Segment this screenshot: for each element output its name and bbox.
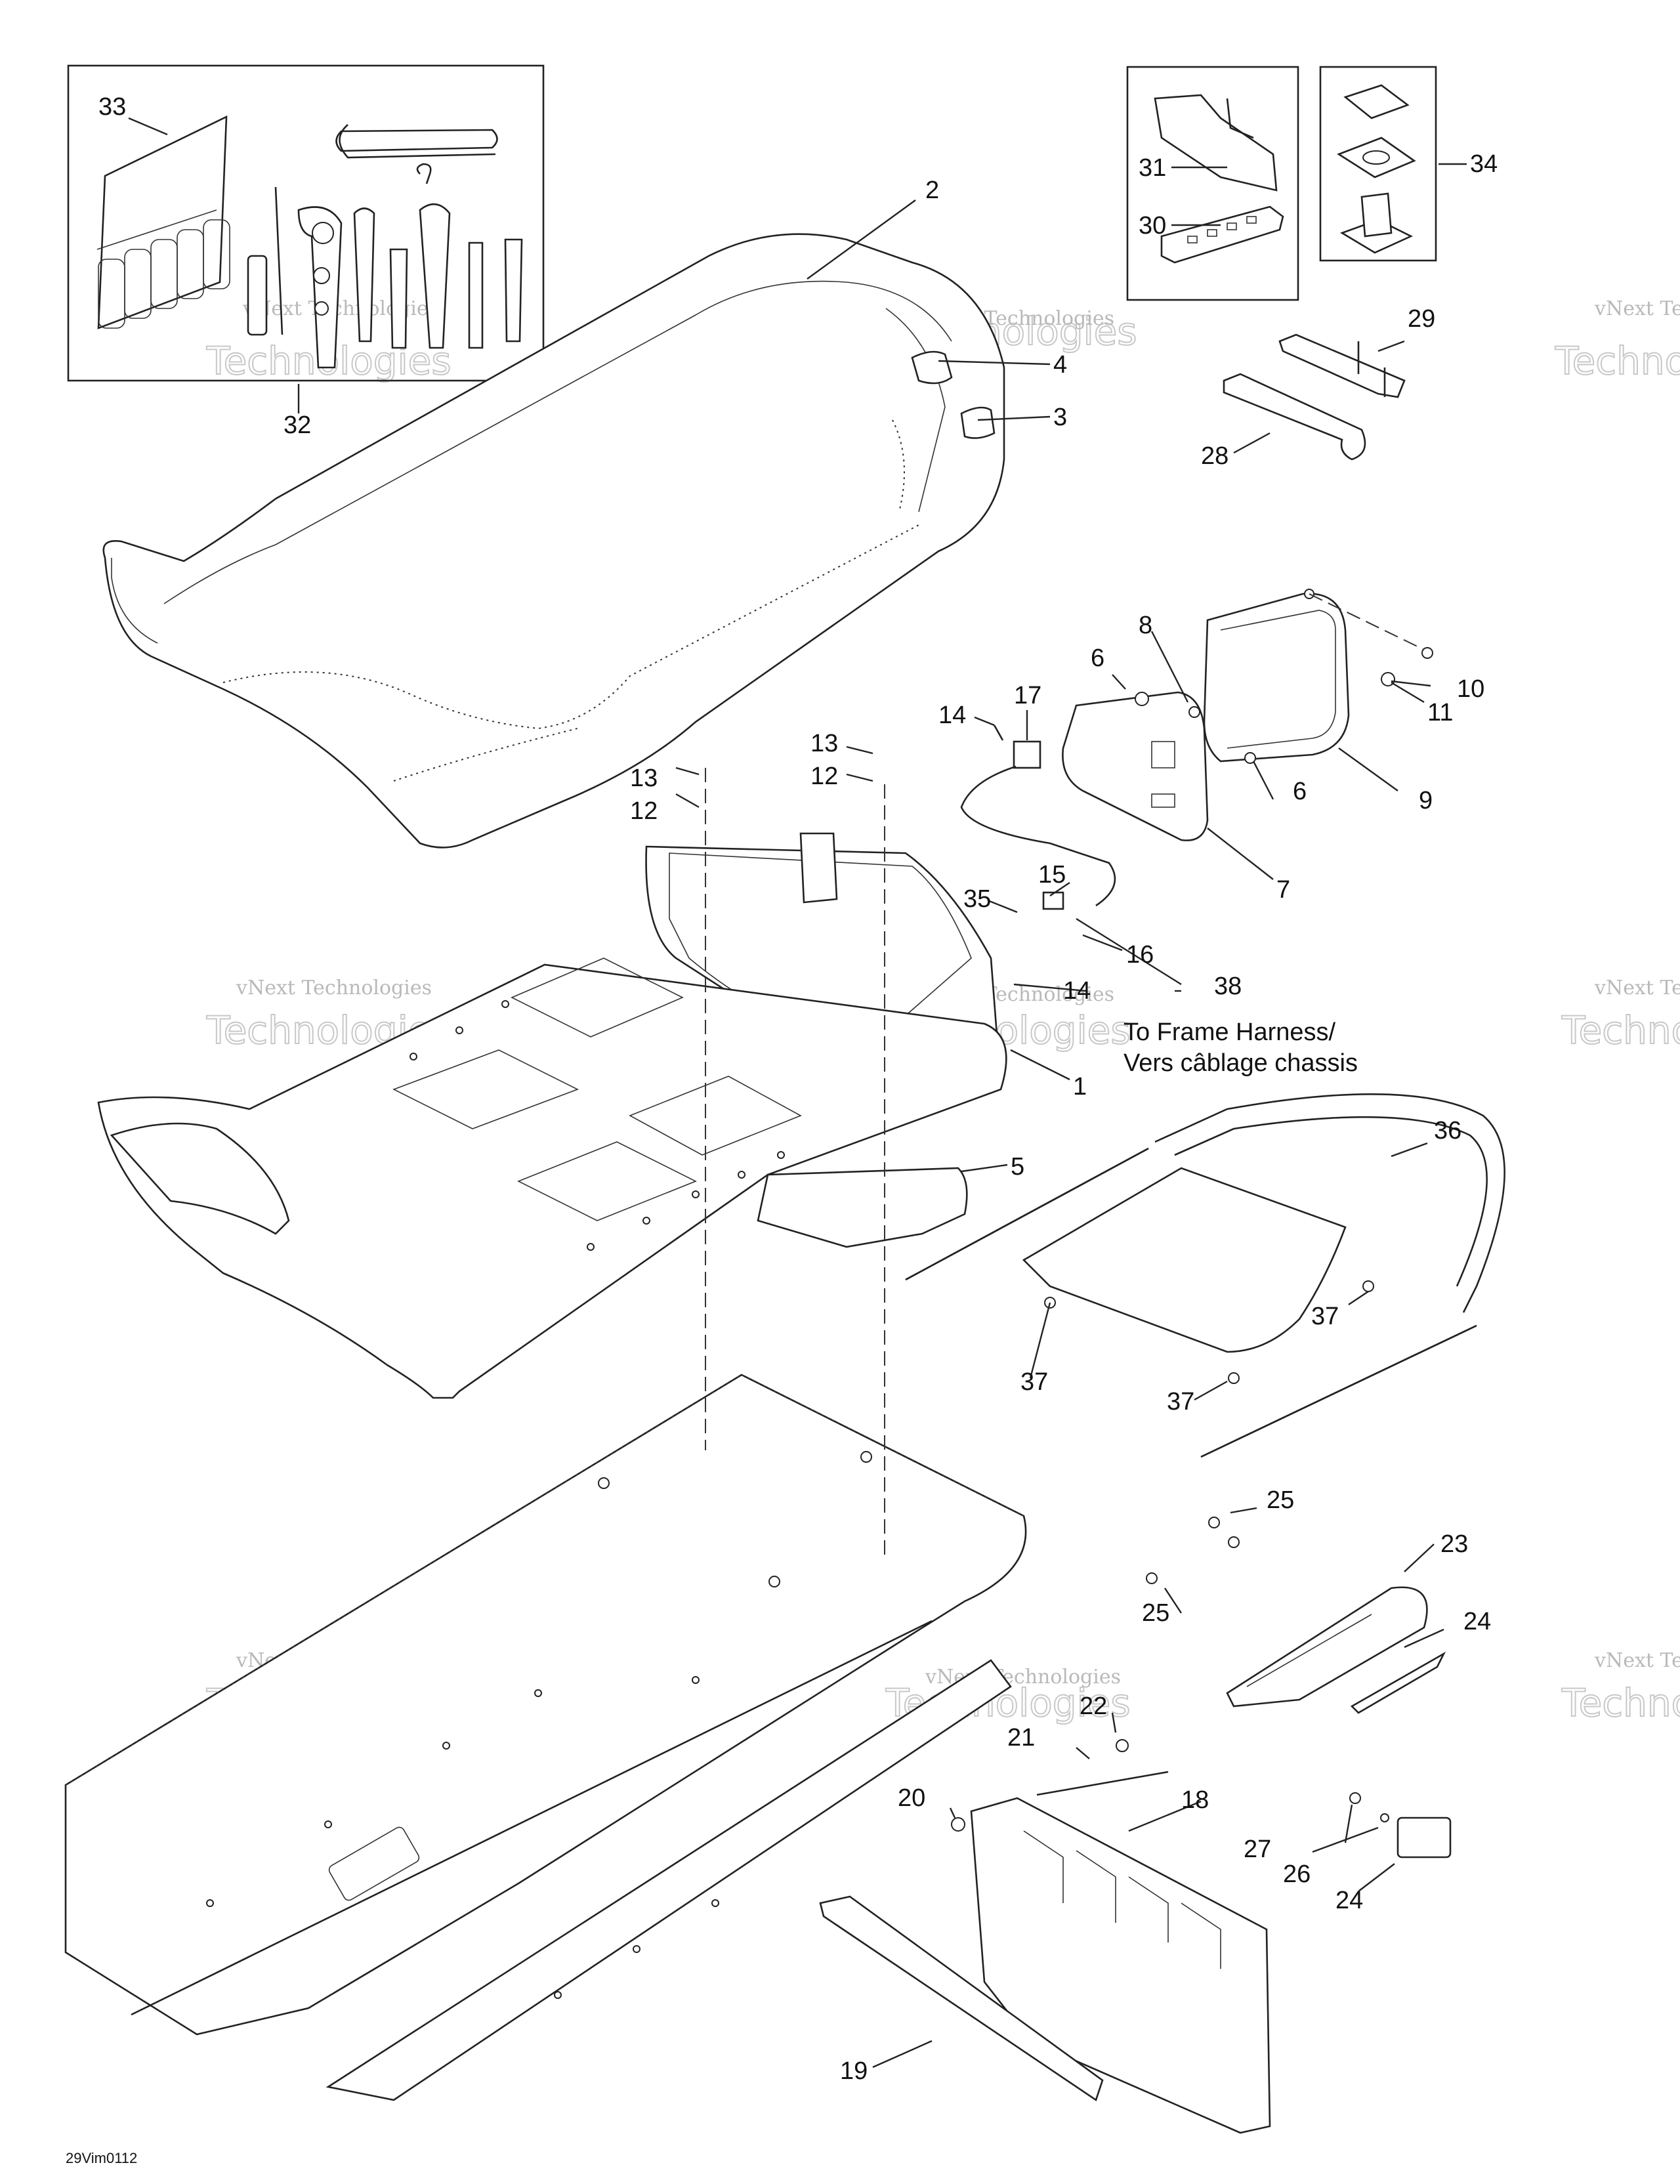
callout-33: 33 bbox=[98, 93, 126, 121]
leader-lines bbox=[128, 117, 1467, 2068]
callout-24-upper: 24 bbox=[1463, 1608, 1491, 1635]
tunnel bbox=[64, 768, 1027, 2101]
callout-28: 28 bbox=[1201, 442, 1228, 470]
callout-3: 3 bbox=[1053, 404, 1067, 431]
seat-base bbox=[97, 832, 1007, 1399]
svg-text:Technolo: Technolo bbox=[1561, 1681, 1680, 1725]
callout-17: 17 bbox=[1014, 682, 1041, 709]
callout-16: 16 bbox=[1126, 941, 1154, 969]
callout-10: 10 bbox=[1457, 675, 1484, 703]
callout-31: 31 bbox=[1139, 154, 1166, 182]
svg-text:vNext Te: vNext Te bbox=[1594, 297, 1680, 320]
svg-text:Technolo: Technolo bbox=[1555, 339, 1680, 383]
callout-6-upper: 6 bbox=[1091, 644, 1104, 672]
bracket-box bbox=[1126, 66, 1299, 301]
seat-base-holes bbox=[410, 1000, 785, 1251]
callout-27: 27 bbox=[1244, 1836, 1271, 1863]
callout-13-right: 13 bbox=[810, 730, 838, 757]
callout-6-lower: 6 bbox=[1293, 778, 1307, 805]
tunnel-holes bbox=[206, 1451, 872, 1999]
watermark-low-right: Technolo vNext Te bbox=[1561, 1649, 1680, 1726]
watermark-top-right: Technolo vNext Te bbox=[1554, 297, 1680, 384]
callout-22: 22 bbox=[1080, 1692, 1107, 1720]
callout-37-middle: 37 bbox=[1020, 1368, 1048, 1396]
callout-labels: 33 32 2 4 3 31 30 34 29 28 8 6 10 11 14 … bbox=[98, 93, 1498, 2085]
callout-12-right: 12 bbox=[810, 763, 838, 790]
svg-text:vNext Technologies: vNext Technologies bbox=[236, 976, 432, 999]
callout-34: 34 bbox=[1470, 150, 1498, 178]
callout-15: 15 bbox=[1038, 861, 1066, 889]
callout-13-left: 13 bbox=[630, 765, 658, 792]
svg-text:Technolo: Technolo bbox=[1561, 1008, 1680, 1053]
tool-kit-box bbox=[67, 64, 545, 382]
callout-24-lower: 24 bbox=[1335, 1887, 1363, 1914]
taillight-assembly bbox=[960, 589, 1433, 910]
callout-30: 30 bbox=[1139, 212, 1166, 240]
callout-35: 35 bbox=[963, 885, 991, 913]
callout-19: 19 bbox=[840, 2057, 868, 2085]
drawing-code: 29Vim0112 bbox=[66, 2150, 137, 2166]
callout-18: 18 bbox=[1181, 1786, 1209, 1814]
callout-12-left: 12 bbox=[630, 797, 658, 825]
callout-11: 11 bbox=[1427, 699, 1453, 726]
callout-20: 20 bbox=[898, 1784, 925, 1812]
watermark-mid-right: Technolo vNext Te bbox=[1561, 976, 1680, 1053]
callout-38: 38 bbox=[1214, 973, 1242, 1000]
callout-25-upper: 25 bbox=[1267, 1486, 1294, 1514]
callout-14-lower: 14 bbox=[1063, 977, 1091, 1005]
callout-26: 26 bbox=[1283, 1860, 1311, 1888]
harness-note: To Frame Harness/ Vers câblage chassis bbox=[1124, 1018, 1358, 1077]
plate-parts bbox=[1223, 333, 1406, 461]
seat-cushion bbox=[102, 233, 1005, 849]
callout-32: 32 bbox=[284, 411, 311, 439]
callout-7: 7 bbox=[1276, 876, 1290, 904]
harness-note-line2: Vers câblage chassis bbox=[1124, 1049, 1358, 1077]
callout-23: 23 bbox=[1440, 1530, 1468, 1558]
callout-36: 36 bbox=[1434, 1117, 1461, 1144]
fastener-box bbox=[1319, 66, 1437, 262]
callout-14-upper: 14 bbox=[938, 702, 966, 729]
svg-text:vNext Technologies: vNext Technologies bbox=[242, 297, 438, 320]
callout-37-lower: 37 bbox=[1167, 1388, 1194, 1416]
callout-8: 8 bbox=[1139, 612, 1152, 639]
callout-4: 4 bbox=[1053, 351, 1067, 379]
callout-9: 9 bbox=[1419, 787, 1433, 814]
callout-2: 2 bbox=[925, 177, 939, 204]
callout-1: 1 bbox=[1073, 1073, 1087, 1101]
callout-29: 29 bbox=[1408, 305, 1435, 333]
harness-note-line1: To Frame Harness/ bbox=[1124, 1018, 1336, 1046]
callout-5: 5 bbox=[1011, 1153, 1024, 1181]
svg-text:vNext Te: vNext Te bbox=[1594, 1649, 1680, 1672]
rear-plate-parts bbox=[819, 1517, 1452, 2134]
callout-25-lower: 25 bbox=[1142, 1599, 1169, 1627]
callout-21: 21 bbox=[1007, 1724, 1035, 1752]
callout-37-right: 37 bbox=[1311, 1303, 1339, 1330]
svg-text:vNext Te: vNext Te bbox=[1594, 976, 1680, 999]
